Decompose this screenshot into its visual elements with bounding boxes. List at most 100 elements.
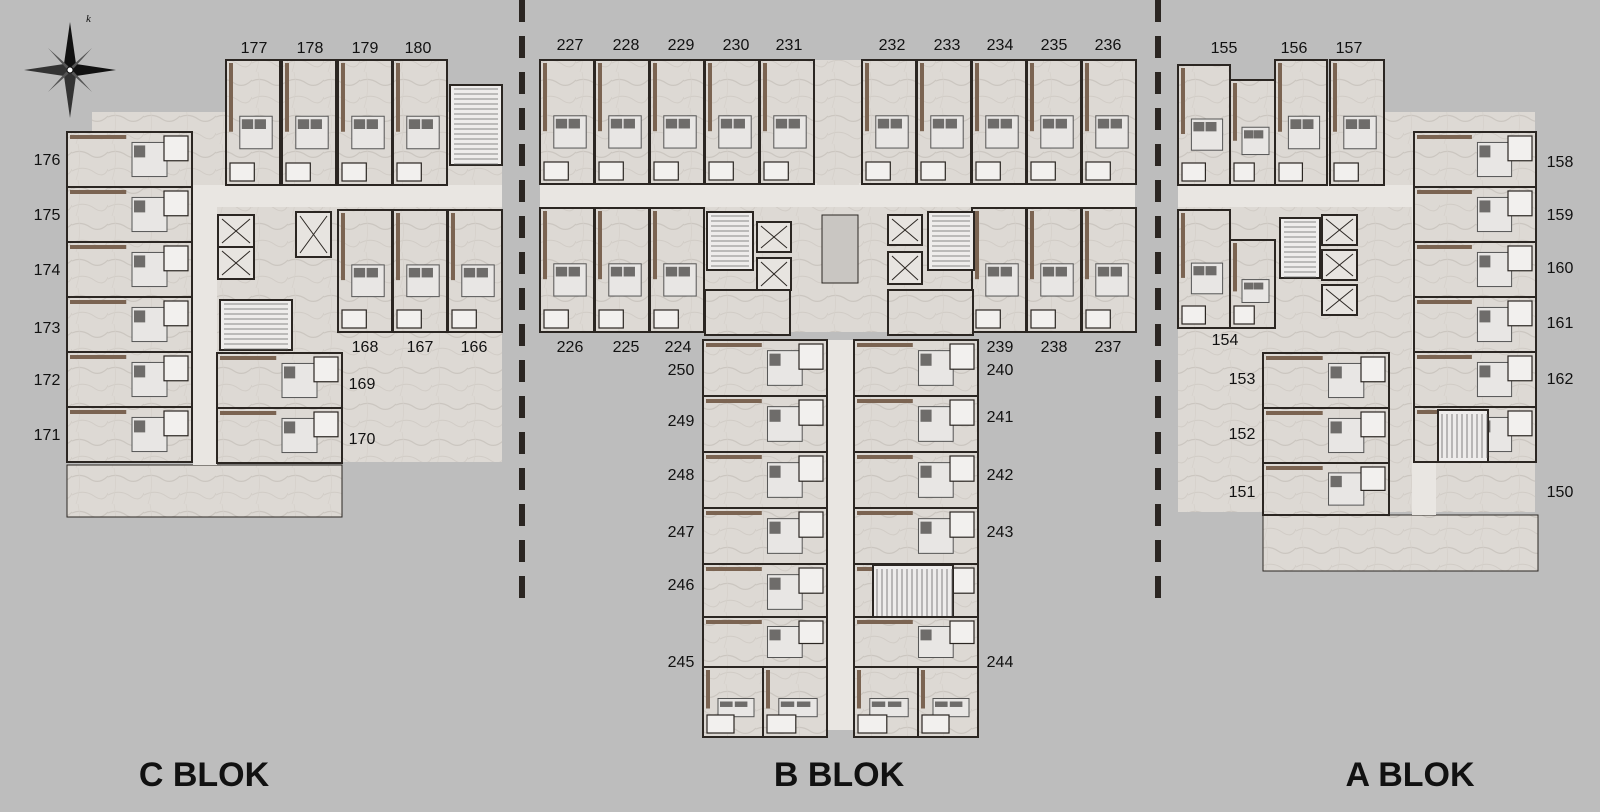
room-number-label: 152	[1229, 426, 1256, 443]
pillow-icon	[1205, 122, 1217, 132]
wardrobe	[708, 63, 712, 132]
pillow-icon	[254, 119, 266, 129]
pillow-icon	[421, 119, 433, 129]
pillow-icon	[733, 118, 745, 129]
room-number-label: 247	[668, 524, 695, 541]
pillow-icon	[1479, 200, 1491, 213]
bed-icon	[869, 698, 909, 718]
bathroom	[163, 355, 189, 382]
stairs	[219, 299, 293, 351]
pillow-icon	[920, 465, 932, 478]
pillow-icon	[1193, 266, 1205, 276]
pillow-icon	[769, 577, 781, 590]
bathroom	[1507, 190, 1533, 217]
pillow-icon	[568, 266, 580, 277]
wardrobe	[70, 410, 127, 414]
wardrobe	[1417, 135, 1472, 139]
bathroom	[1507, 135, 1533, 162]
stairs	[1279, 217, 1321, 279]
compass-diagonal	[70, 70, 92, 92]
bathroom	[763, 161, 789, 181]
wardrobe	[921, 670, 925, 709]
elevator-cross	[1325, 218, 1354, 242]
pillow-icon	[555, 266, 568, 277]
wardrobe	[1278, 63, 1282, 132]
pillow-icon	[1330, 421, 1342, 434]
bathroom	[396, 162, 422, 182]
compass-diagonal	[48, 48, 70, 70]
wardrobe	[766, 670, 770, 709]
wardrobe	[857, 670, 861, 709]
elevator-cross	[760, 225, 788, 249]
bathroom	[313, 411, 339, 438]
bathroom	[229, 162, 255, 182]
stairs	[1437, 409, 1489, 463]
pillow-icon	[987, 118, 1000, 129]
pillow-icon	[1244, 130, 1254, 139]
pillow-icon	[769, 409, 781, 422]
pillow-icon	[1479, 145, 1491, 158]
stairs	[449, 84, 503, 166]
compass-needle-north	[64, 22, 76, 70]
pillow-icon	[1042, 266, 1055, 277]
bathroom	[598, 309, 624, 329]
pillow-icon	[775, 118, 788, 129]
pillow-icon	[1358, 119, 1370, 129]
wardrobe	[653, 211, 657, 280]
corridor	[827, 340, 854, 730]
room-number-label: 224	[665, 339, 692, 356]
pillow-icon	[353, 119, 366, 129]
room-number-label: 240	[987, 362, 1014, 379]
pillow-icon	[408, 267, 421, 278]
wardrobe	[1333, 63, 1337, 132]
pillow-icon	[769, 629, 781, 641]
bathroom	[706, 714, 735, 734]
bed-icon	[932, 698, 970, 718]
room-number-label: 249	[668, 413, 695, 430]
wardrobe	[451, 213, 455, 281]
room-number-label: 234	[987, 37, 1014, 54]
room-number-label: 154	[1212, 332, 1239, 349]
room-number-label: 161	[1547, 315, 1574, 332]
pillow-icon	[1479, 365, 1491, 378]
pillow-icon	[134, 255, 146, 268]
hall	[887, 289, 974, 336]
bathroom	[163, 245, 189, 272]
pillow-icon	[720, 701, 733, 707]
pillow-icon	[678, 118, 690, 129]
pillow-icon	[720, 118, 733, 129]
bathroom	[975, 309, 1001, 329]
pillow-icon	[1205, 266, 1217, 276]
room-number-label: 158	[1547, 154, 1574, 171]
pillow-icon	[1042, 118, 1055, 129]
bathroom	[857, 714, 888, 734]
wardrobe	[1030, 211, 1034, 280]
wardrobe	[229, 63, 233, 132]
room-number-label: 173	[34, 320, 61, 337]
pillow-icon	[555, 118, 568, 129]
wardrobe	[1233, 243, 1237, 292]
bathroom	[949, 620, 975, 645]
corridor	[193, 185, 217, 465]
bathroom	[1085, 309, 1111, 329]
elevator-cross	[299, 215, 328, 254]
bathroom	[865, 161, 891, 181]
bathroom	[1233, 162, 1255, 182]
plan-geometry	[66, 0, 1539, 738]
bathroom	[1278, 162, 1303, 182]
wardrobe	[920, 63, 924, 132]
bathroom	[653, 161, 679, 181]
room-number-label: 155	[1211, 40, 1238, 57]
bathroom	[341, 309, 367, 329]
b-blok-label: B BLOK	[774, 756, 905, 794]
pillow-icon	[134, 365, 146, 378]
bed-icon	[778, 698, 818, 718]
bathroom	[921, 714, 950, 734]
pillow-icon	[1110, 118, 1122, 129]
bathroom	[543, 309, 569, 329]
bathroom	[949, 343, 975, 370]
room-number-label: 160	[1547, 260, 1574, 277]
pillow-icon	[134, 145, 146, 158]
